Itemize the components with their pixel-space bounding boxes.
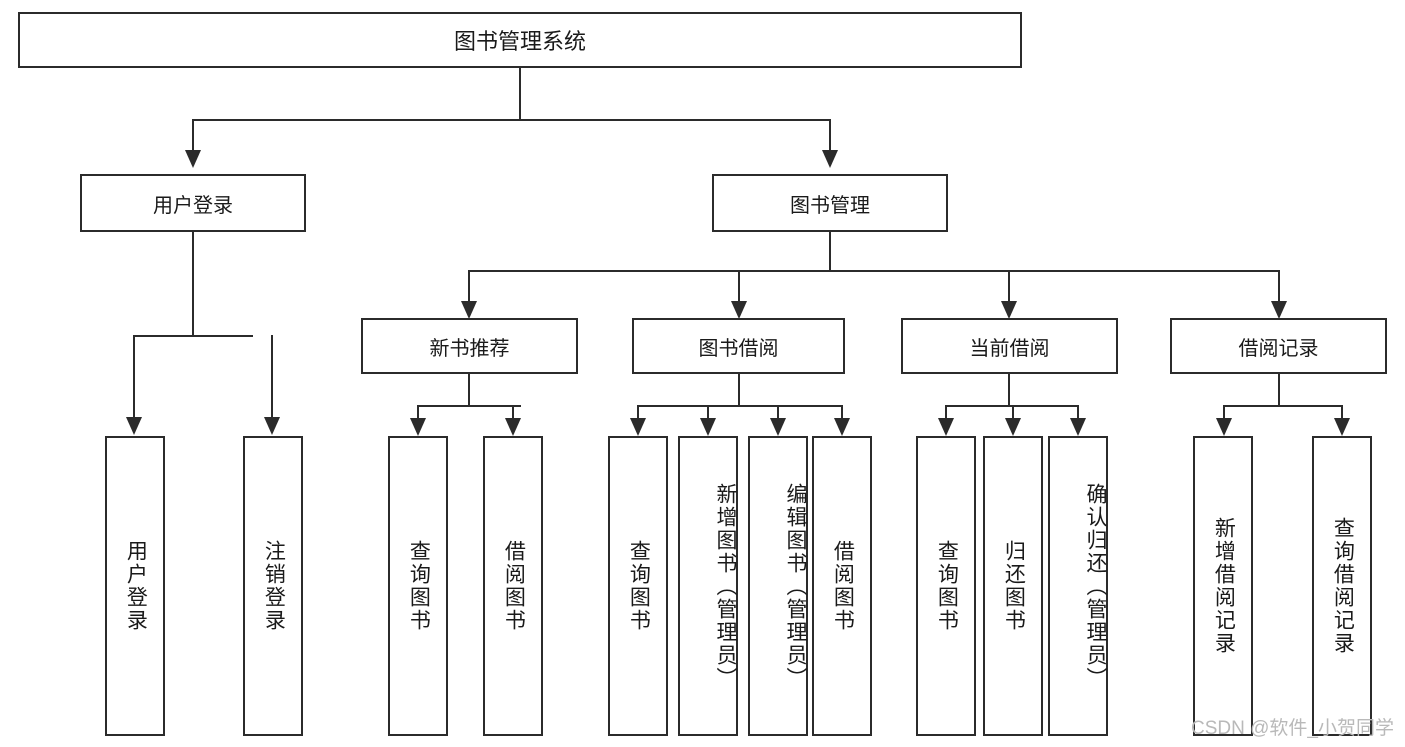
node-label: 用户登录 bbox=[153, 194, 233, 217]
leaf-user-login[interactable]: 用户登录 bbox=[105, 436, 165, 736]
connector-bb-to-leaf-4 bbox=[841, 405, 843, 420]
leaf-label: 查询图书 bbox=[935, 540, 959, 632]
connector-new-book-to-leaf-1 bbox=[417, 405, 419, 420]
connector-root-bus bbox=[192, 119, 830, 121]
connector-user-login-to-leaf-1 bbox=[133, 335, 135, 419]
arrow-cb-to-leaf-3 bbox=[1070, 418, 1086, 436]
connector-new-book-bus bbox=[417, 405, 521, 407]
leaf-label: 新增图书（管理员） bbox=[714, 482, 737, 690]
leaf-label: 确认归还（管理员） bbox=[1084, 482, 1107, 690]
leaf-label: 注销登录 bbox=[262, 540, 286, 632]
watermark: CSDN @软件_小贺同学 bbox=[1191, 718, 1394, 739]
connector-bb-to-leaf-2 bbox=[707, 405, 709, 420]
node-book-borrowing[interactable]: 图书借阅 bbox=[632, 318, 845, 374]
leaf-label: 归还图书 bbox=[1002, 540, 1026, 632]
connector-book-management-stem bbox=[829, 232, 831, 271]
arrow-br-to-leaf-2 bbox=[1334, 418, 1350, 436]
arrow-bm-to-borrow-record bbox=[1271, 301, 1287, 319]
arrow-root-to-user-login bbox=[185, 150, 201, 168]
leaf-label: 借阅图书 bbox=[502, 540, 526, 632]
leaf-label: 查询图书 bbox=[627, 540, 651, 632]
connector-br-to-leaf-1 bbox=[1223, 405, 1225, 420]
arrow-bm-to-new-book bbox=[461, 301, 477, 319]
node-new-book-recommendation[interactable]: 新书推荐 bbox=[361, 318, 578, 374]
connector-new-book-stem bbox=[468, 374, 470, 407]
leaf-confirm-return-admin[interactable]: 确认归还（管理员） bbox=[1048, 436, 1108, 736]
node-current-borrowing[interactable]: 当前借阅 bbox=[901, 318, 1118, 374]
arrow-root-to-book-management bbox=[822, 150, 838, 168]
leaf-label: 借阅图书 bbox=[831, 540, 855, 632]
leaf-query-books-borrowing[interactable]: 查询图书 bbox=[608, 436, 668, 736]
leaf-add-book-admin[interactable]: 新增图书（管理员） bbox=[678, 436, 738, 736]
leaf-label: 编辑图书（管理员） bbox=[784, 482, 807, 690]
connector-current-borrow-stem bbox=[1008, 374, 1010, 407]
connector-bb-to-leaf-3 bbox=[777, 405, 779, 420]
node-user-login[interactable]: 用户登录 bbox=[80, 174, 306, 232]
connector-br-to-leaf-2 bbox=[1341, 405, 1343, 420]
leaf-query-books-current[interactable]: 查询图书 bbox=[916, 436, 976, 736]
node-book-management[interactable]: 图书管理 bbox=[712, 174, 948, 232]
node-label: 借阅记录 bbox=[1238, 337, 1319, 360]
arrow-bm-to-current-borrow bbox=[1001, 301, 1017, 319]
arrow-bb-to-leaf-4 bbox=[834, 418, 850, 436]
leaf-label: 新增借阅记录 bbox=[1212, 517, 1236, 655]
arrow-new-book-to-leaf-1 bbox=[410, 418, 426, 436]
node-label: 当前借阅 bbox=[969, 337, 1050, 360]
leaf-label: 查询图书 bbox=[407, 540, 431, 632]
leaf-borrow-books-borrowing[interactable]: 借阅图书 bbox=[812, 436, 872, 736]
connector-borrow-record-stem bbox=[1278, 374, 1280, 407]
arrow-user-login-to-leaf-1 bbox=[126, 417, 142, 435]
arrow-br-to-leaf-1 bbox=[1216, 418, 1232, 436]
connector-root-to-book-management bbox=[829, 119, 831, 152]
leaf-label: 用户登录 bbox=[124, 540, 148, 632]
leaf-add-borrow-record[interactable]: 新增借阅记录 bbox=[1193, 436, 1253, 736]
connector-book-management-bus bbox=[468, 270, 1279, 272]
arrow-user-login-to-leaf-2 bbox=[264, 417, 280, 435]
arrow-bb-to-leaf-1 bbox=[630, 418, 646, 436]
connector-current-borrow-bus bbox=[945, 405, 1078, 407]
leaf-label: 查询借阅记录 bbox=[1331, 517, 1355, 655]
node-label: 图书管理 bbox=[790, 194, 870, 217]
arrow-bm-to-book-borrow bbox=[731, 301, 747, 319]
leaf-logout[interactable]: 注销登录 bbox=[243, 436, 303, 736]
connector-borrow-record-bus bbox=[1223, 405, 1342, 407]
connector-cb-to-leaf-3 bbox=[1077, 405, 1079, 420]
node-label: 新书推荐 bbox=[429, 337, 510, 360]
node-label: 图书借阅 bbox=[698, 337, 779, 360]
connector-root-to-user-login bbox=[192, 119, 194, 152]
leaf-edit-book-admin[interactable]: 编辑图书（管理员） bbox=[748, 436, 808, 736]
connector-user-login-stem bbox=[192, 232, 194, 336]
node-root-book-management-system[interactable]: 图书管理系统 bbox=[18, 12, 1022, 68]
connector-bm-to-new-book bbox=[468, 270, 470, 303]
connector-user-login-to-leaf-2 bbox=[271, 335, 273, 419]
arrow-bb-to-leaf-2 bbox=[700, 418, 716, 436]
node-label: 图书管理系统 bbox=[453, 29, 586, 54]
leaf-return-books[interactable]: 归还图书 bbox=[983, 436, 1043, 736]
node-borrowing-record[interactable]: 借阅记录 bbox=[1170, 318, 1387, 374]
leaf-query-books-new-book[interactable]: 查询图书 bbox=[388, 436, 448, 736]
leaf-query-borrow-record[interactable]: 查询借阅记录 bbox=[1312, 436, 1372, 736]
connector-bm-to-borrow-record bbox=[1278, 270, 1280, 303]
connector-book-borrow-bus bbox=[637, 405, 842, 407]
arrow-bb-to-leaf-3 bbox=[770, 418, 786, 436]
connector-cb-to-leaf-1 bbox=[945, 405, 947, 420]
arrow-cb-to-leaf-2 bbox=[1005, 418, 1021, 436]
connector-cb-to-leaf-2 bbox=[1012, 405, 1014, 420]
connector-book-borrow-stem bbox=[738, 374, 740, 407]
connector-bm-to-current-borrow bbox=[1008, 270, 1010, 303]
connector-bm-to-book-borrow bbox=[738, 270, 740, 303]
connector-root-stem bbox=[519, 68, 521, 120]
arrow-cb-to-leaf-1 bbox=[938, 418, 954, 436]
connector-user-login-bus bbox=[133, 335, 253, 337]
connector-new-book-to-leaf-2 bbox=[512, 405, 514, 420]
leaf-borrow-books-new-book[interactable]: 借阅图书 bbox=[483, 436, 543, 736]
arrow-new-book-to-leaf-2 bbox=[505, 418, 521, 436]
connector-bb-to-leaf-1 bbox=[637, 405, 639, 420]
